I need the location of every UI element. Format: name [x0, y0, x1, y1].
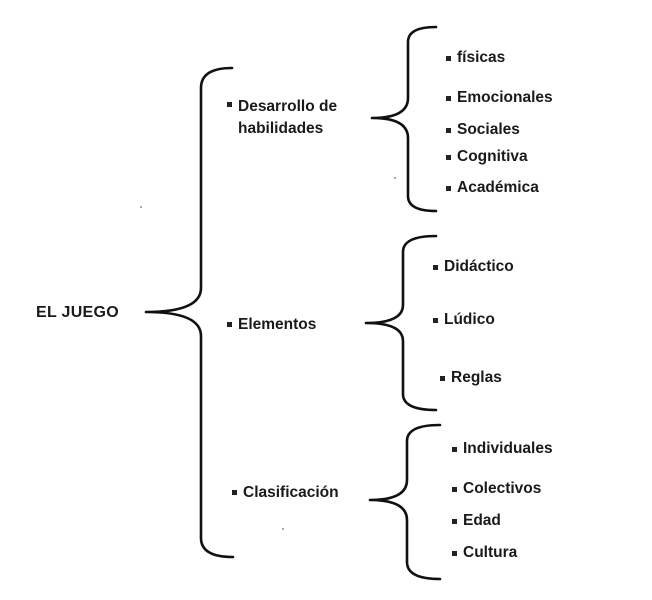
item-ludico: Lúdico — [433, 311, 495, 329]
bullet-icon — [227, 102, 232, 107]
category-label: Elementos — [238, 316, 317, 333]
item-label: Cultura — [463, 544, 518, 561]
item-label: Colectivos — [463, 480, 542, 497]
item-label: Reglas — [451, 369, 502, 386]
item-didactico: Didáctico — [433, 258, 514, 276]
bullet-icon — [433, 317, 438, 323]
item-label: Edad — [463, 512, 501, 529]
item-cognitiva: Cognitiva — [446, 148, 528, 166]
item-fisicas: físicas — [446, 49, 505, 67]
item-cultura: Cultura — [452, 544, 517, 562]
bullet-icon — [227, 322, 232, 327]
bullet-icon — [452, 550, 457, 556]
root-label: EL JUEGO — [36, 304, 120, 321]
scan-speck — [282, 528, 284, 530]
item-label: Académica — [457, 179, 539, 196]
item-colectivos: Colectivos — [452, 480, 541, 498]
item-label: Didáctico — [444, 258, 514, 275]
category-elementos: Elementos — [227, 316, 316, 334]
item-label: Sociales — [457, 121, 520, 138]
bullet-icon — [232, 490, 237, 495]
bullet-icon — [446, 55, 451, 61]
item-label: Lúdico — [444, 311, 495, 328]
bullet-icon — [446, 95, 451, 101]
brace-desarrollo — [370, 25, 438, 213]
item-label: físicas — [457, 49, 506, 66]
bullet-icon — [440, 375, 445, 381]
brace-elementos — [364, 234, 438, 412]
bullet-icon — [446, 154, 451, 160]
item-label: Cognitiva — [457, 148, 528, 165]
main-brace — [144, 66, 235, 559]
item-reglas: Reglas — [440, 369, 502, 387]
category-desarrollo: Desarrollo de habilidades — [227, 96, 337, 140]
bullet-icon — [452, 446, 457, 452]
bullet-icon — [446, 127, 451, 133]
brace-clasificacion — [368, 423, 442, 581]
bullet-icon — [452, 486, 457, 492]
item-sociales: Sociales — [446, 121, 520, 139]
item-edad: Edad — [452, 512, 501, 530]
bullet-icon — [433, 264, 438, 270]
item-label: Individuales — [463, 440, 553, 457]
scan-speck — [140, 206, 142, 208]
category-clasificacion: Clasificación — [232, 484, 339, 502]
category-label: Clasificación — [243, 484, 339, 501]
scan-speck — [394, 177, 396, 179]
bullet-icon — [452, 518, 457, 524]
item-academica: Académica — [446, 179, 539, 197]
category-label: Desarrollo de habilidades — [238, 98, 338, 137]
item-individuales: Individuales — [452, 440, 553, 458]
bullet-icon — [446, 185, 451, 191]
item-label: Emocionales — [457, 89, 553, 106]
item-emocionales: Emocionales — [446, 89, 553, 107]
